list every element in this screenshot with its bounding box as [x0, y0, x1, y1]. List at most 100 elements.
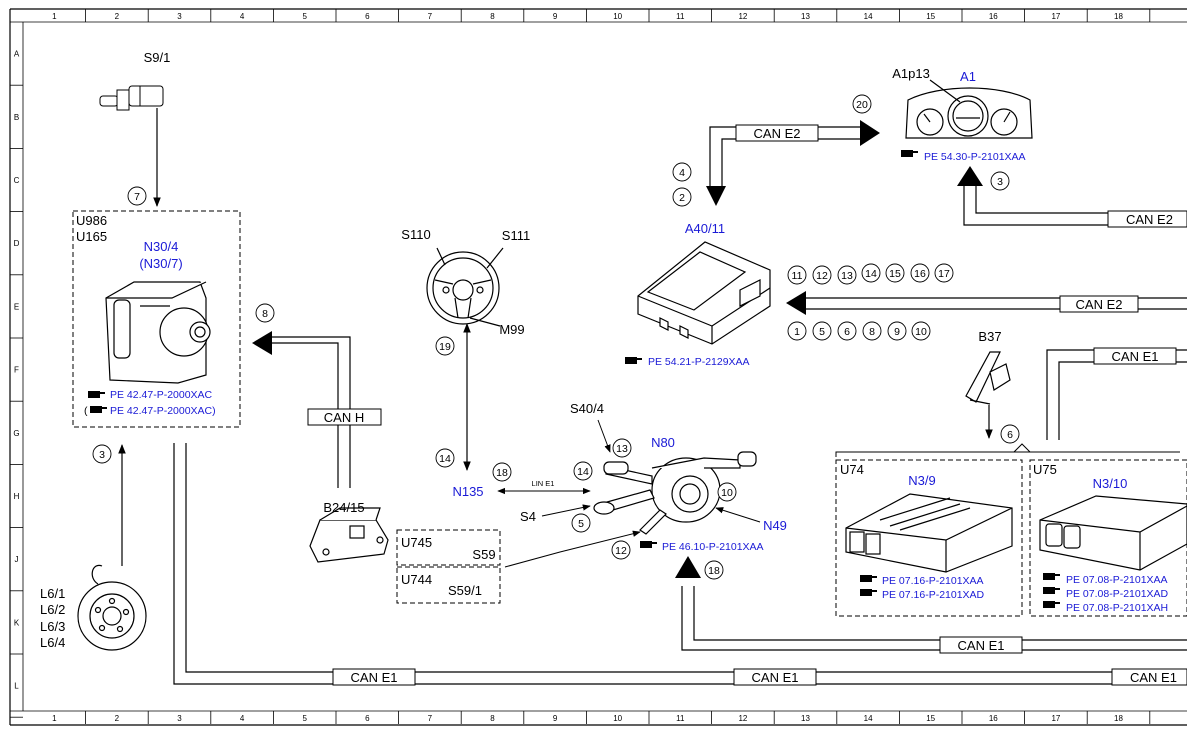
svg-text:CAN E1: CAN E1: [958, 638, 1005, 653]
svg-text:12: 12: [816, 270, 828, 282]
grid-row-label: B: [14, 113, 19, 122]
callout-18b: 18: [704, 560, 724, 580]
label-b37: B37: [978, 329, 1001, 344]
hand-pointer-icon: [860, 575, 877, 582]
callout-10: 10: [717, 482, 737, 502]
svg-text:14: 14: [439, 453, 451, 465]
svg-text:16: 16: [914, 268, 926, 280]
can-e1-label-bottom-middle: CAN E1: [733, 668, 817, 686]
brake-disc-icon: [77, 564, 147, 651]
callout-1: 1: [787, 321, 807, 341]
ref-n3-10-1: PE 07.08-P-2101XAA: [1066, 574, 1168, 586]
ref-a1: PE 54.30-P-2101XAA: [924, 151, 1026, 163]
label-l6-3: L6/3: [40, 619, 65, 634]
diagram-frame: 1122334455667788991010111112121313141415…: [9, 8, 1187, 726]
svg-text:5: 5: [578, 518, 584, 530]
grid-column-label: 2: [115, 12, 120, 21]
label-s110: S110: [401, 227, 430, 242]
a40-11-display-unit-icon: [637, 241, 771, 345]
steering-column-module-icon: [593, 451, 757, 535]
svg-text:1: 1: [794, 326, 800, 338]
steering-wheel-icon: [426, 247, 504, 327]
svg-text:18: 18: [496, 467, 508, 479]
svg-text:17: 17: [938, 268, 950, 280]
hand-pointer-icon: [1043, 601, 1060, 608]
component-labels: S9/1 U986 U165 N30/4 (N30/7) S110 S111 M…: [40, 50, 1127, 650]
hand-pointer-icon: [625, 357, 642, 364]
label-n135: N135: [452, 484, 483, 499]
hand-pointer-icon: [860, 589, 877, 596]
label-u75: U75: [1033, 462, 1057, 477]
grid-column-label: 10: [613, 714, 622, 723]
callout-4: 4: [672, 162, 692, 182]
reference-links: PE 42.47-P-2000XAC ( PE 42.47-P-2000XAC)…: [84, 150, 1169, 614]
label-a40-11: A40/11: [685, 221, 725, 236]
can-h-label: CAN H: [307, 408, 382, 426]
arrow-heads: [252, 120, 983, 578]
can-e2-label-right-a1: CAN E2: [1107, 210, 1187, 228]
svg-text:10: 10: [915, 326, 927, 338]
grid-column-label: 9: [553, 12, 558, 21]
svg-text:19: 19: [439, 341, 451, 353]
accelerator-pedal-sensor-icon: [965, 351, 1011, 405]
grid-column-label: 8: [490, 714, 495, 723]
callout-14b: 14: [573, 461, 593, 481]
grid-row-label: D: [14, 239, 20, 248]
callout-5b: 5: [812, 321, 832, 341]
grid-row-label: J: [15, 555, 19, 564]
grid-row-label: K: [14, 618, 20, 627]
grid-column-label: 13: [801, 12, 810, 21]
grid-column-label: 7: [428, 12, 433, 21]
callouts: 7 3 8 19 14 18 14 13 10 5 12 18 20 4 2 3…: [92, 94, 1020, 580]
ref-n3-9-1: PE 07.16-P-2101XAA: [882, 575, 984, 587]
label-a1p13: A1p13: [892, 66, 930, 81]
grid-column-label: 1: [52, 714, 57, 723]
svg-text:5: 5: [819, 326, 825, 338]
callout-5: 5: [571, 513, 591, 533]
callout-12: 12: [611, 540, 631, 560]
svg-text:6: 6: [844, 326, 850, 338]
label-s40-4: S40/4: [570, 401, 604, 416]
svg-text:6: 6: [1007, 429, 1013, 441]
can-e1-label-right-upper: CAN E1: [1093, 347, 1177, 365]
grid-row-label: H: [14, 492, 20, 501]
svg-text:CAN E1: CAN E1: [1130, 670, 1177, 685]
yaw-rate-sensor-icon: [309, 507, 389, 563]
u744-group-box: [396, 566, 501, 604]
ref-esp-1: PE 42.47-P-2000XAC: [110, 389, 213, 401]
grid-column-label: 12: [738, 12, 747, 21]
grid-row-label: C: [14, 176, 20, 185]
svg-text:13: 13: [841, 270, 853, 282]
hand-pointer-icon: [88, 391, 105, 398]
grid-column-label: 4: [240, 12, 245, 21]
callout-7: 7: [127, 186, 147, 206]
label-u986: U986: [76, 213, 107, 228]
callout-6b: 6: [1000, 424, 1020, 444]
hand-pointer-icon: [90, 406, 107, 413]
svg-text:13: 13: [616, 443, 628, 455]
svg-text:CAN E1: CAN E1: [351, 670, 398, 685]
label-a1: A1: [960, 69, 976, 84]
callout-11: 11: [787, 265, 807, 285]
can-e1-label-n80: CAN E1: [939, 636, 1023, 654]
label-s4: S4: [520, 509, 536, 524]
label-u165: U165: [76, 229, 107, 244]
svg-text:CAN E1: CAN E1: [1112, 349, 1159, 364]
grid-column-label: 7: [428, 714, 433, 723]
svg-text:CAN E1: CAN E1: [752, 670, 799, 685]
ref-n3-10-3: PE 07.08-P-2101XAH: [1066, 602, 1168, 614]
label-u745: U745: [401, 535, 432, 550]
n3-10-engine-control-unit-icon: [1039, 495, 1187, 571]
grid-column-label: 11: [676, 12, 685, 21]
grid-column-label: 12: [738, 714, 747, 723]
label-u744: U744: [401, 572, 432, 587]
svg-text:18: 18: [708, 565, 720, 577]
callout-13: 13: [612, 438, 632, 458]
u75-group-box: [1029, 459, 1187, 617]
ref-esp-2-paren: (: [84, 405, 88, 417]
grid-column-label: 17: [1051, 714, 1060, 723]
callout-9: 9: [887, 321, 907, 341]
label-s111: S111: [502, 228, 530, 243]
grid-column-label: 14: [864, 12, 873, 21]
